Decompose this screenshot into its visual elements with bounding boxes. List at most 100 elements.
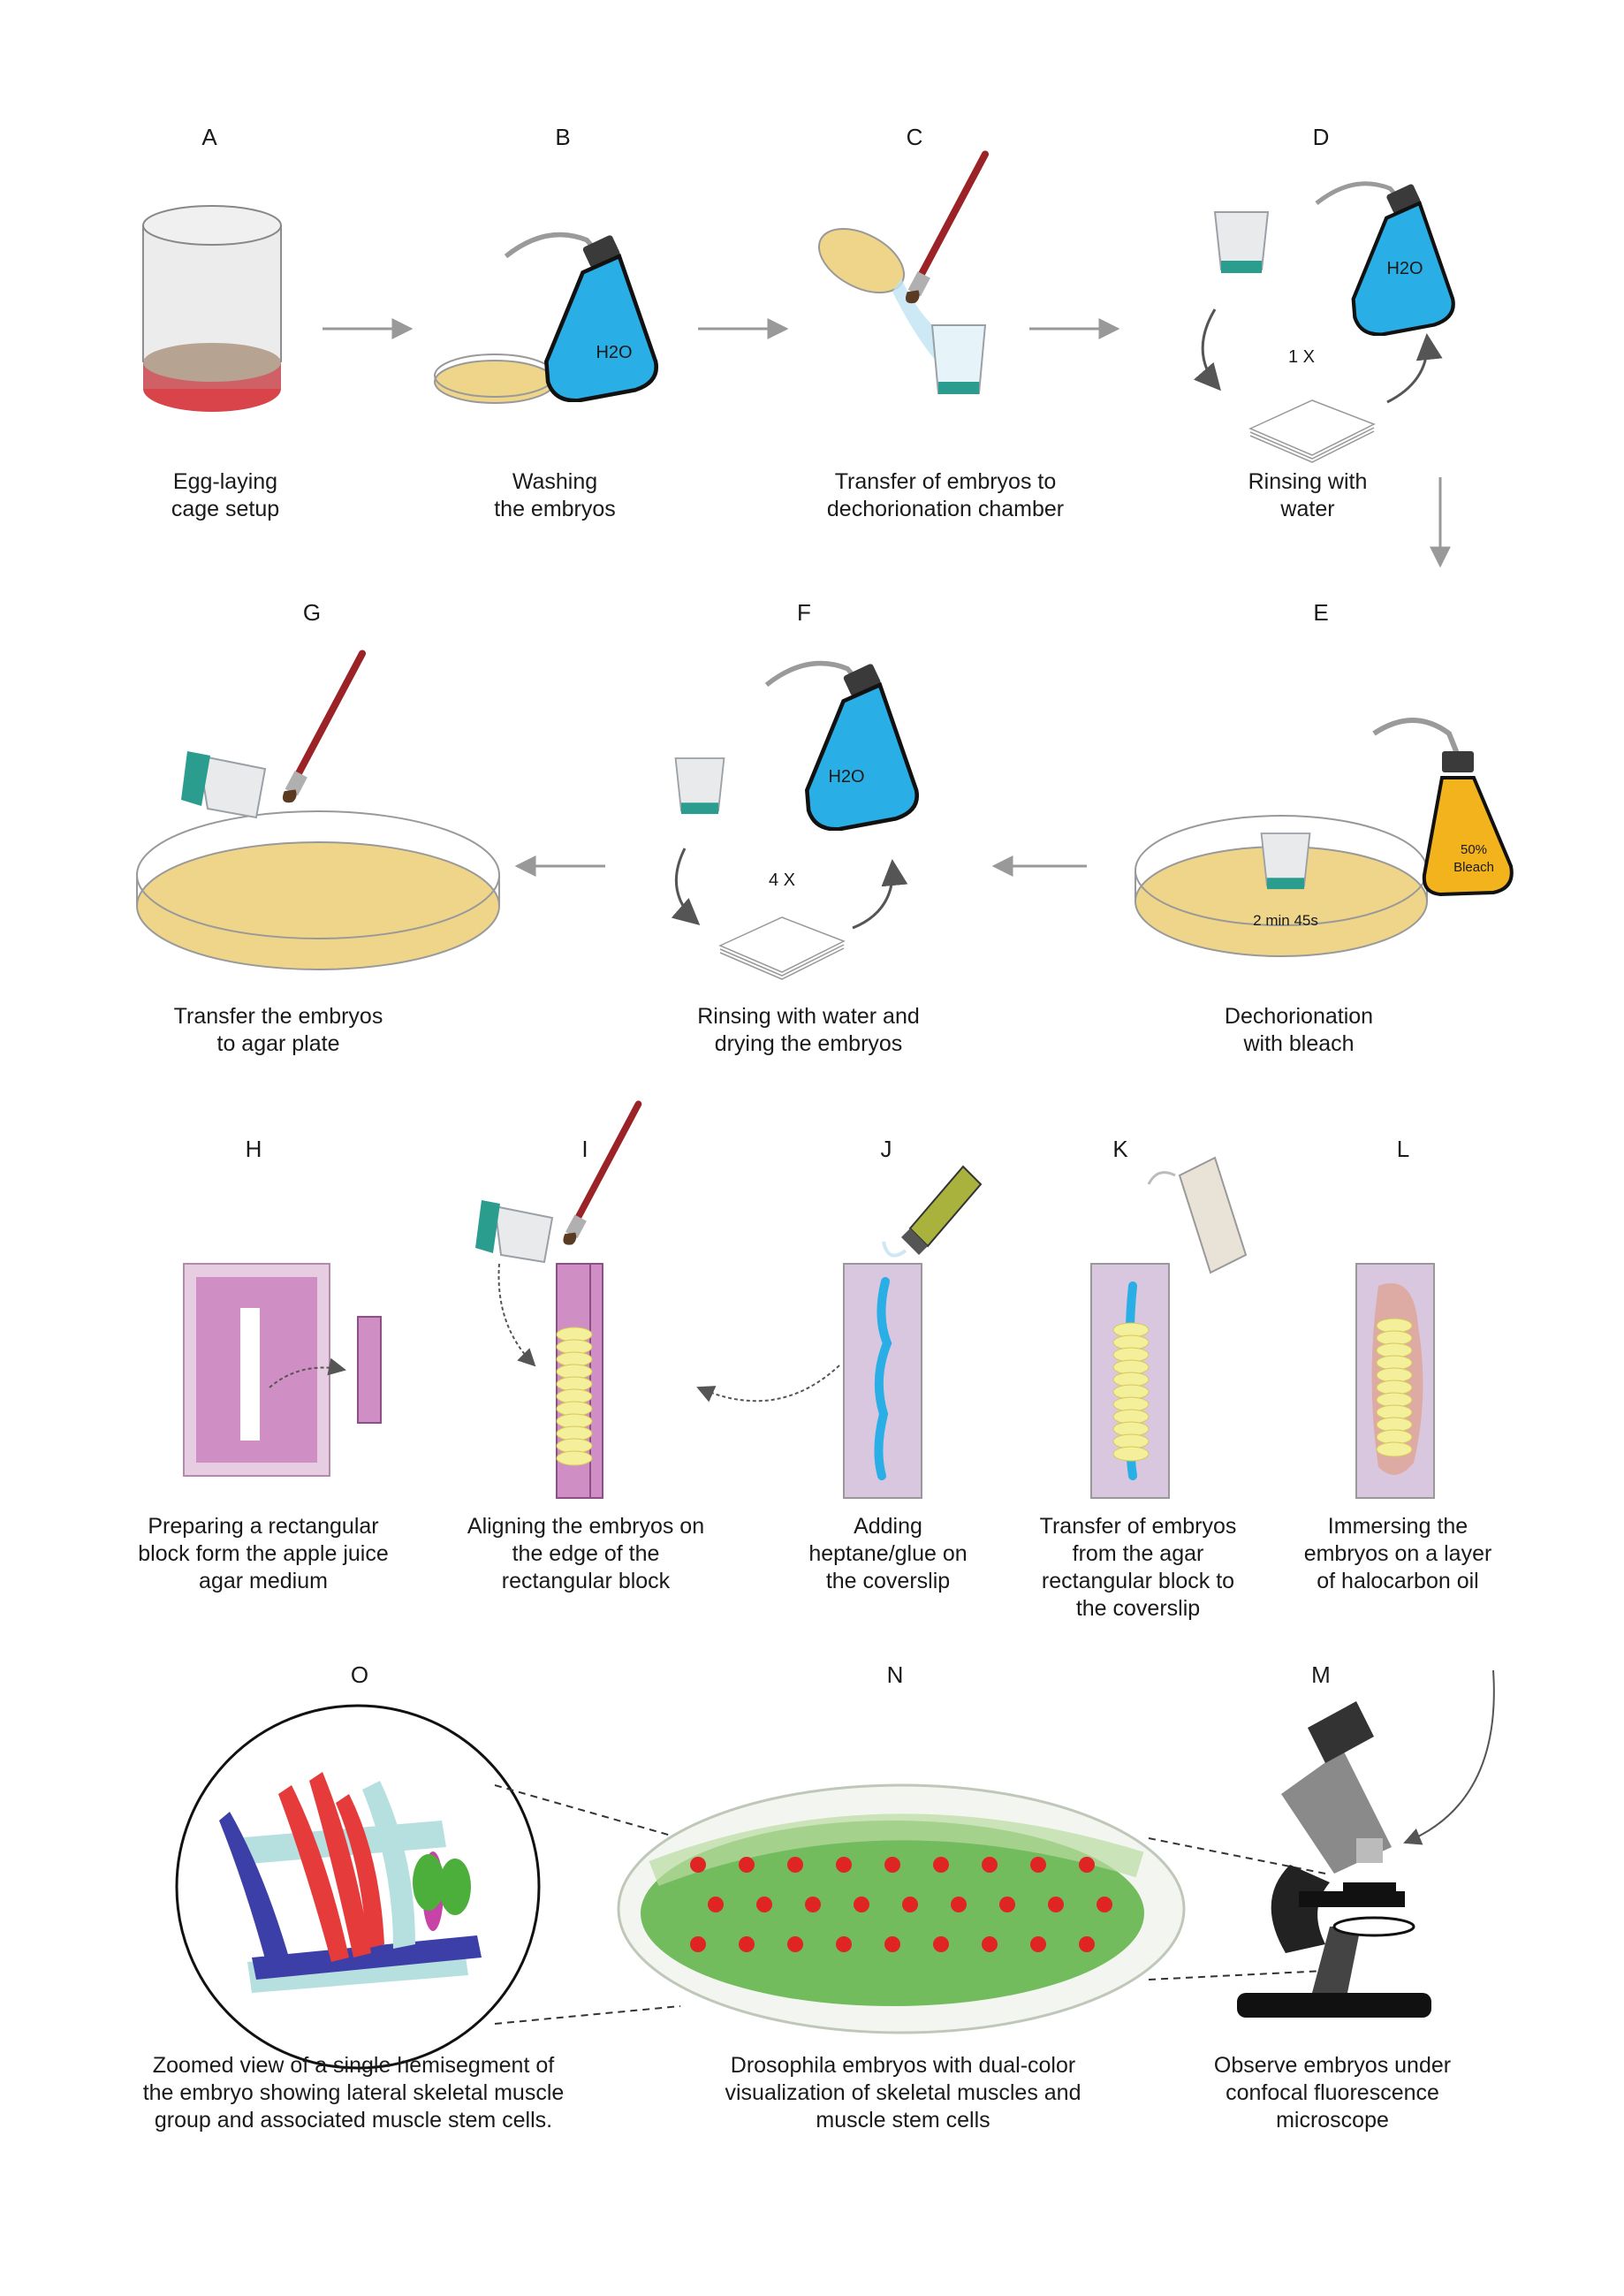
cycle-arrow-f-right xyxy=(852,859,908,930)
caption-line: heptane/glue on xyxy=(808,1541,968,1566)
zoom-line-top xyxy=(494,1784,681,1839)
paintbrush-i xyxy=(563,1104,638,1244)
collection-cup-d xyxy=(1214,211,1269,274)
step-letter-a: A xyxy=(201,124,217,150)
embryo xyxy=(1376,1441,1413,1457)
caption-b: Washing the embryos xyxy=(494,468,616,523)
step-letter-i: I xyxy=(581,1136,588,1162)
stem-cell xyxy=(739,1936,755,1952)
step-letter-b: B xyxy=(555,124,571,150)
paper-towels-f xyxy=(719,916,845,980)
zoom-circle xyxy=(175,1704,541,2070)
caption-line: water xyxy=(1280,497,1335,521)
muscle-stem-cells xyxy=(690,1857,1112,1952)
arrow-l-m xyxy=(1403,1669,1495,1845)
caption-line: of halocarbon oil xyxy=(1317,1569,1479,1593)
embryo-row-i xyxy=(556,1327,593,1466)
paintbrush-c xyxy=(906,155,985,304)
caption-line: Egg-laying xyxy=(172,469,278,494)
step-letter-m: M xyxy=(1311,1661,1331,1688)
step-letter-g: G xyxy=(302,599,322,626)
caption-line: Aligning the embryos on xyxy=(467,1514,705,1539)
step-letter-l: L xyxy=(1396,1136,1410,1162)
stem-cell xyxy=(884,1936,900,1952)
water-formula-f: H2O xyxy=(828,767,865,787)
egg-laying-cage xyxy=(142,205,282,412)
water-bottle-d xyxy=(1317,183,1453,334)
step-letter-o: O xyxy=(350,1661,369,1688)
caption-line: embryos on a layer xyxy=(1303,1541,1492,1566)
caption-line: Transfer of embryos to xyxy=(834,469,1057,494)
caption-line: the edge of the xyxy=(512,1541,660,1566)
stem-cell xyxy=(739,1857,755,1873)
caption-line: drying the embryos xyxy=(714,1031,903,1056)
stem-cell xyxy=(708,1897,724,1912)
caption-line: the coverslip xyxy=(825,1569,951,1593)
stem-cell xyxy=(933,1936,949,1952)
water-formula-b: H2O xyxy=(596,343,633,362)
cycle-arrow-d-left xyxy=(1193,308,1221,392)
caption-line: block form the apple juice xyxy=(138,1541,389,1566)
glue-line-j xyxy=(874,1277,892,1480)
collection-cup-f xyxy=(674,757,725,816)
caption-line: Immersing the xyxy=(1327,1514,1468,1539)
caption-c: Transfer of embryos to dechorionation cha… xyxy=(827,468,1064,523)
arrow-to-i xyxy=(497,1263,536,1367)
caption-line: group and associated muscle stem cells. xyxy=(154,2108,553,2133)
caption-line: Transfer the embryos xyxy=(173,1004,383,1029)
caption-line: rectangular block xyxy=(501,1569,671,1593)
bleach-bottle xyxy=(1372,718,1514,897)
caption-line: the coverslip xyxy=(1075,1596,1201,1621)
agar-block-mold xyxy=(183,1263,382,1477)
cup-i xyxy=(475,1200,554,1264)
caption-line: with bleach xyxy=(1243,1031,1355,1056)
microscope xyxy=(1237,1701,1431,2018)
caption-line: dechorionation chamber xyxy=(826,497,1065,521)
stem-cell xyxy=(1097,1897,1112,1912)
stem-cell xyxy=(982,1936,998,1952)
stem-cell xyxy=(1079,1857,1095,1873)
caption-line: Preparing a rectangular xyxy=(148,1514,379,1539)
stem-cell xyxy=(884,1857,900,1873)
repeat-label-four: 4 X xyxy=(768,871,796,890)
step-letter-e: E xyxy=(1313,599,1329,626)
caption-line: rectangular block to xyxy=(1041,1569,1235,1593)
caption-line: Adding xyxy=(854,1514,922,1539)
caption-line: Washing xyxy=(512,469,598,494)
caption-line: the embryo showing lateral skeletal musc… xyxy=(142,2080,565,2105)
stem-cell xyxy=(787,1936,803,1952)
stem-cell xyxy=(933,1857,949,1873)
caption-line: confocal fluorescence xyxy=(1226,2080,1439,2105)
caption-line: Drosophila embryos with dual-color xyxy=(730,2053,1076,2078)
caption-line: visualization of skeletal muscles and xyxy=(725,2080,1081,2105)
caption-line: Rinsing with water and xyxy=(697,1004,920,1029)
stem-cell xyxy=(982,1857,998,1873)
step-letter-c: C xyxy=(906,124,923,150)
step-letter-f: F xyxy=(797,599,811,626)
caption-line: Rinsing with xyxy=(1248,469,1368,494)
stem-cell xyxy=(690,1936,706,1952)
oil-bottle xyxy=(1147,1156,1248,1274)
caption-line: Observe embryos under xyxy=(1213,2053,1452,2078)
caption-line: Transfer of embryos xyxy=(1039,1514,1237,1539)
repeat-label-once: 1 X xyxy=(1287,347,1316,367)
stem-cell xyxy=(805,1897,821,1912)
caption-line: the embryos xyxy=(494,497,616,521)
caption-line: Zoomed view of a single hemisegment of xyxy=(152,2053,555,2078)
stem-cell xyxy=(756,1897,772,1912)
water-formula-d: H2O xyxy=(1386,259,1423,278)
bleach-label-word: Bleach xyxy=(1453,860,1494,875)
paintbrush-g xyxy=(283,654,362,803)
stem-cell xyxy=(836,1936,852,1952)
step-letter-h: H xyxy=(245,1136,262,1162)
